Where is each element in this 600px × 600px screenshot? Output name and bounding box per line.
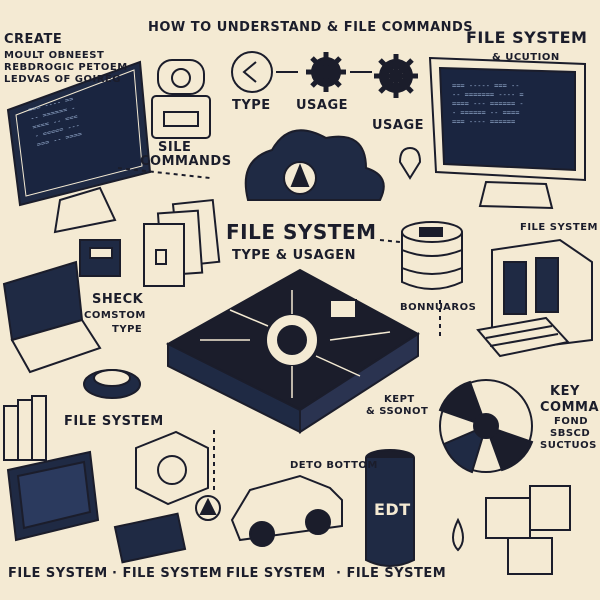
type-label: TYPE — [232, 98, 271, 113]
boxes-icon — [485, 485, 571, 575]
cloud-icon — [244, 129, 385, 201]
car-icon — [230, 474, 343, 547]
center-title: FILE SYSTEM — [226, 220, 377, 244]
top-right-title: FILE SYSTEM — [466, 28, 588, 47]
key-label: KEY — [550, 384, 580, 399]
left-monitor-icon — [6, 60, 152, 234]
command-label: COMMAN — [540, 400, 600, 415]
sub2-label: SUCTUOS — [540, 440, 597, 451]
sub1-label: SBSCD — [550, 428, 591, 439]
create-label: CREATE — [4, 32, 63, 47]
robot-icon — [151, 59, 211, 139]
drop-icon — [452, 517, 464, 552]
gear-icon — [306, 52, 346, 92]
top-right-subtitle: & UCUTION — [492, 52, 560, 63]
tablet-icon — [6, 450, 100, 542]
fan-icon — [438, 379, 534, 474]
right-monitor-code: === ----- === -- -- ======= ---- = ==== … — [452, 82, 524, 126]
bottom-small-label: DETO BOTTOM — [290, 460, 378, 471]
books-icon — [3, 395, 47, 461]
connector-line-2 — [379, 239, 401, 243]
footer-item-4: · FILE SYSTEM — [336, 566, 447, 581]
right-file-system-label: FILE SYSTEM — [520, 222, 598, 233]
location-icon — [398, 146, 422, 180]
server-cabinet-icon — [491, 238, 593, 350]
footer-item-3: FILE SYSTEM — [226, 566, 326, 581]
fond-label: FOND — [554, 416, 589, 427]
barrel-icon — [365, 449, 415, 567]
footer-item-2: · FILE SYSTEM — [112, 566, 223, 581]
bonnuaros-label: BONNUAROS — [400, 302, 477, 313]
arrow-step-icon — [231, 51, 273, 93]
type-small-label: TYPE — [112, 324, 143, 335]
left-panel-line-1: MOULT OBNEEST — [4, 50, 105, 61]
usage-label: USAGE — [296, 98, 349, 113]
usage-label-2: USAGE — [372, 118, 425, 133]
side-label: SILE — [158, 140, 192, 155]
right-monitor-icon — [428, 56, 586, 210]
box-fan-icon — [135, 430, 209, 506]
center-subtitle: TYPE & USAGEN — [232, 248, 356, 263]
commands-label: COMMANDS — [140, 154, 232, 169]
database-icon — [401, 221, 463, 290]
footer-item-1: FILE SYSTEM — [8, 566, 108, 581]
check-label: SHECK — [92, 292, 144, 307]
box-icon — [79, 239, 121, 277]
triangle-icon — [195, 495, 221, 521]
circuit-board-icon — [165, 268, 420, 434]
disk-icon — [83, 369, 141, 399]
kept-label: KEPT — [384, 394, 415, 405]
card-icon — [113, 512, 187, 564]
left-file-system-label: FILE SYSTEM — [64, 414, 164, 429]
folder-stack-icon — [143, 198, 221, 287]
custom-label: COMSTOM — [84, 310, 146, 321]
header-title: HOW TO UNDERSTAND & FILE COMMANDS — [148, 20, 474, 35]
left-panel-line-2: REBDROGIC PETOEM — [4, 62, 128, 73]
drive-icon — [476, 316, 570, 358]
gear-icon-2 — [374, 54, 418, 98]
barrel-label: EDT — [374, 500, 411, 519]
ssonot-label: & SSONOT — [366, 406, 429, 417]
laptop-icon — [2, 260, 102, 374]
left-panel-line-3: LEDVAS OF GOIREG — [4, 74, 121, 85]
